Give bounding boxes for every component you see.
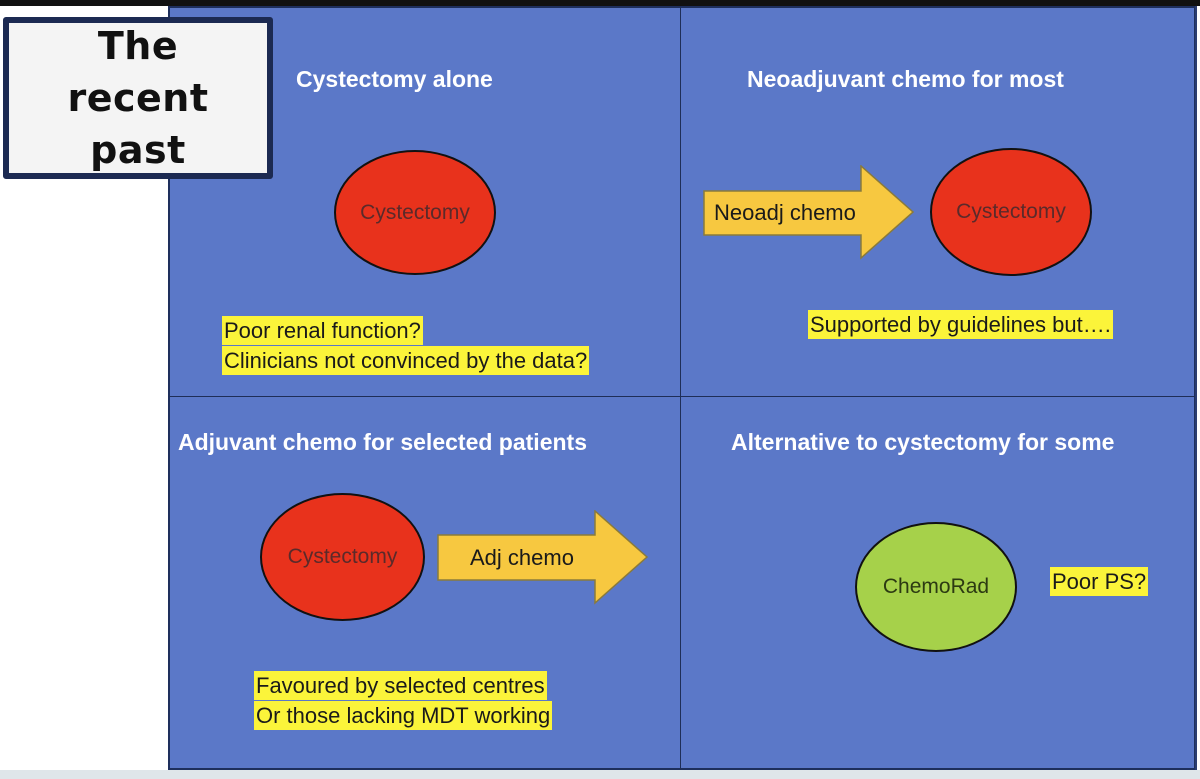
q3-adj-arrow: Adj chemo	[437, 510, 649, 605]
q2-neoadj-arrow: Neoadj chemo	[703, 165, 915, 260]
bottom-bar	[0, 770, 1200, 779]
slide-title-box: The recent past	[3, 17, 273, 179]
slide-title: The recent past	[67, 24, 209, 172]
vertical-divider	[680, 6, 681, 770]
q3-arrow-label: Adj chemo	[470, 545, 574, 570]
q2-cystectomy-node: Cystectomy	[930, 148, 1092, 276]
q4-heading: Alternative to cystectomy for some	[731, 429, 1115, 455]
q3-node-label: Cystectomy	[287, 545, 398, 568]
q2-arrow-label: Neoadj chemo	[714, 200, 856, 225]
q2-heading: Neoadjuvant chemo for most	[747, 66, 1064, 92]
q1-note-2: Clinicians not convinced by the data?	[222, 346, 590, 375]
q3-note-2: Or those lacking MDT working	[254, 701, 553, 730]
q3-cystectomy-node: Cystectomy	[260, 493, 425, 621]
q2-note-1: Supported by guidelines but….	[808, 310, 1113, 339]
q4-note-1: Poor PS?	[1050, 567, 1149, 596]
horizontal-divider	[168, 396, 1196, 397]
q2-node-label: Cystectomy	[956, 200, 1066, 223]
q1-cystectomy-node: Cystectomy	[334, 150, 496, 275]
q3-heading: Adjuvant chemo for selected patients	[178, 429, 587, 455]
q4-node-label: ChemoRad	[882, 575, 990, 598]
q1-note-1: Poor renal function?	[222, 316, 423, 345]
q4-chemorad-node: ChemoRad	[855, 522, 1017, 652]
right-border	[1195, 6, 1197, 770]
top-bar	[0, 0, 1200, 6]
q3-note-1: Favoured by selected centres	[254, 671, 547, 700]
quadrant-grid	[168, 6, 1196, 770]
q1-node-label: Cystectomy	[360, 200, 470, 224]
q1-heading: Cystectomy alone	[296, 66, 493, 92]
